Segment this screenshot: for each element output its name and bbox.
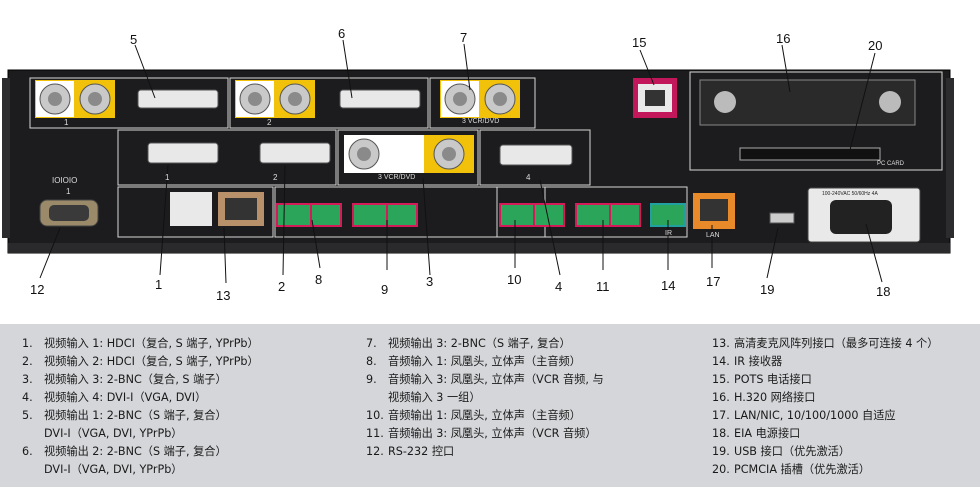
callout-13: 13 xyxy=(216,288,231,303)
label-serial-num: 1 xyxy=(66,187,71,196)
section-outlines xyxy=(29,71,943,238)
video-input-2-bnc xyxy=(235,80,315,118)
legend-3: 3.视频输入 3: 2-BNC（复合, S 端子） xyxy=(22,373,227,386)
callout-1: 1 xyxy=(155,277,163,292)
label-dvi2: 2 xyxy=(273,173,278,182)
chassis-bottom-strip xyxy=(8,243,950,253)
legend-14: 14.IR 接收器 xyxy=(712,355,783,368)
callout-20: 20 xyxy=(868,38,883,53)
legend-18: 18.EIA 电源接口 xyxy=(712,427,801,440)
label-dvi4: 4 xyxy=(526,173,531,182)
callout-2: 2 xyxy=(278,279,286,294)
label-in2: 2 xyxy=(267,118,272,127)
legend-4: 4.视频输入 4: DVI-I（VGA, DVI） xyxy=(22,391,207,404)
callout-12: 12 xyxy=(30,282,45,297)
legend-13: 13.高清麦克风阵列接口（最多可连接 4 个） xyxy=(712,337,939,350)
label-in1: 1 xyxy=(64,118,69,127)
legend-1: 1.视频输入 1: HDCI（复合, S 端子, YPrPb） xyxy=(22,337,259,350)
legend-8: 8.音频输入 1: 凤凰头, 立体声（主音频） xyxy=(366,355,581,368)
legend-5: 5.视频输出 1: 2-BNC（S 端子, 复合） xyxy=(22,409,227,422)
callout-6: 6 xyxy=(338,26,346,41)
dvi-connectors xyxy=(137,89,573,166)
mic-array-ports xyxy=(170,192,264,226)
callout-4: 4 xyxy=(555,279,563,294)
label-power: 100-240VAC 50/60Hz 4A xyxy=(822,191,878,197)
legend-20: 20.PCMCIA 插槽（优先激活） xyxy=(712,463,871,476)
pc-card-slot xyxy=(739,147,881,161)
callout-9: 9 xyxy=(381,282,389,297)
callout-lines xyxy=(39,39,883,284)
legend-16: 16.H.320 网络接口 xyxy=(712,391,816,404)
legend-15: 15.POTS 电话接口 xyxy=(712,373,812,386)
legend-11: 11.音频输出 3: 凤凰头, 立体声（VCR 音频） xyxy=(366,427,597,440)
label-ir: IR xyxy=(665,230,672,237)
callout-10: 10 xyxy=(507,272,522,287)
legend-12: 12.RS-232 控口 xyxy=(366,445,455,458)
legend-6: 6.视频输出 2: 2-BNC（S 端子, 复合） xyxy=(22,445,227,458)
label-pc-card: PC CARD xyxy=(877,161,905,167)
lan-port xyxy=(693,193,735,229)
label-vcr-in: 3 VCR/DVD xyxy=(378,174,416,181)
video-input-1-bnc xyxy=(35,80,115,118)
audio-phoenix-connectors xyxy=(276,203,686,227)
legend-10: 10.音频输出 1: 凤凰头, 立体声（主音频） xyxy=(366,409,581,422)
legend-9: 9.音频输入 3: 凤凰头, 立体声（VCR 音频, 与 xyxy=(366,373,604,386)
vcr-input-bnc xyxy=(344,135,474,173)
callout-19: 19 xyxy=(760,282,775,297)
callout-3: 3 xyxy=(426,274,434,289)
legend-6b: DVI-I（VGA, DVI, YPrPb） xyxy=(44,463,183,476)
left-handle xyxy=(2,78,10,238)
usb-port xyxy=(769,212,795,224)
callout-16: 16 xyxy=(776,31,791,46)
callout-8: 8 xyxy=(315,272,323,287)
power-inlet xyxy=(807,187,921,243)
vcr-output-bnc xyxy=(440,80,520,118)
callout-7: 7 xyxy=(460,30,468,45)
callout-15: 15 xyxy=(632,35,647,50)
legend-panel: 1.视频输入 1: HDCI（复合, S 端子, YPrPb） 2.视频输入 2… xyxy=(0,324,980,487)
callout-17: 17 xyxy=(706,274,721,289)
callout-14: 14 xyxy=(661,278,676,293)
legend-17: 17.LAN/NIC, 10/100/1000 自适应 xyxy=(712,409,896,422)
label-serial: IOIOIO xyxy=(52,176,78,185)
rs232-port xyxy=(39,199,99,227)
legend-7: 7.视频输出 3: 2-BNC（S 端子, 复合） xyxy=(366,337,571,350)
legend-19: 19.USB 接口（优先激活） xyxy=(712,445,851,458)
callout-18: 18 xyxy=(876,284,891,299)
legend-2: 2.视频输入 2: HDCI（复合, S 端子, YPrPb） xyxy=(22,355,259,368)
label-dvi1: 1 xyxy=(165,173,170,182)
callout-11: 11 xyxy=(596,279,610,294)
label-lan: LAN xyxy=(706,232,720,239)
h320-module xyxy=(699,79,916,126)
label-vcr-out: 3 VCR/DVD xyxy=(462,118,500,125)
right-handle xyxy=(946,78,954,238)
callout-5: 5 xyxy=(130,32,138,47)
pots-port xyxy=(633,78,677,118)
legend-9b: 视频输入 3 一组） xyxy=(388,391,481,404)
rear-panel-diagram xyxy=(2,39,954,284)
legend-5b: DVI-I（VGA, DVI, YPrPb） xyxy=(44,427,183,440)
